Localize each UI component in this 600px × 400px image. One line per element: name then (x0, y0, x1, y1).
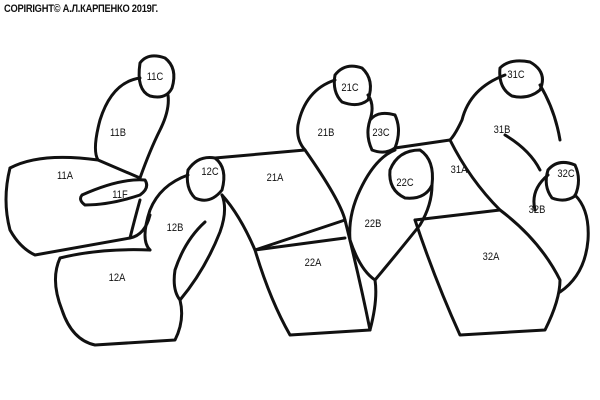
label-11f: 11F (112, 189, 128, 201)
cushion-22a (253, 218, 372, 337)
label-22b: 22B (364, 218, 382, 230)
bench-31a (393, 138, 502, 222)
label-12a: 12A (108, 272, 126, 284)
label-12b: 12B (166, 222, 184, 234)
backrest-32b (532, 173, 590, 294)
label-21a: 21A (266, 172, 284, 184)
headrest-22c (388, 148, 434, 200)
label-22c: 22C (396, 177, 414, 189)
label-21c: 21C (341, 82, 359, 94)
label-31c: 31C (507, 69, 525, 81)
label-12c: 12C (201, 166, 219, 178)
cushion-11a (4, 155, 152, 257)
label-11b: 11B (110, 127, 126, 139)
label-32b: 32B (528, 204, 546, 216)
label-11a: 11A (57, 170, 73, 182)
label-31b: 31B (493, 124, 511, 136)
cushion-12a (54, 248, 184, 347)
label-21b: 21B (317, 127, 335, 139)
bench-21a (213, 148, 347, 252)
label-32c: 32C (557, 168, 575, 180)
label-23c: 23C (372, 127, 390, 139)
headrest-31c (498, 59, 544, 99)
cushion-32a (413, 208, 562, 337)
backrest-12b (143, 173, 227, 302)
label-31a: 31A (450, 164, 468, 176)
headrest-12c (185, 156, 226, 202)
headrest-21c (332, 64, 372, 107)
handle-11f (79, 178, 149, 207)
label-11c: 11C (146, 71, 164, 83)
backrest-11b (93, 76, 170, 180)
backrest-22b (348, 148, 434, 332)
label-32a: 32A (482, 251, 500, 263)
headrest-11c (137, 54, 176, 99)
backrest-31b (448, 73, 562, 172)
copyright-text: COPIRIGHT© А.Л.КАРПЕНКО 2019Г. (4, 3, 158, 15)
label-22a: 22A (304, 257, 322, 269)
